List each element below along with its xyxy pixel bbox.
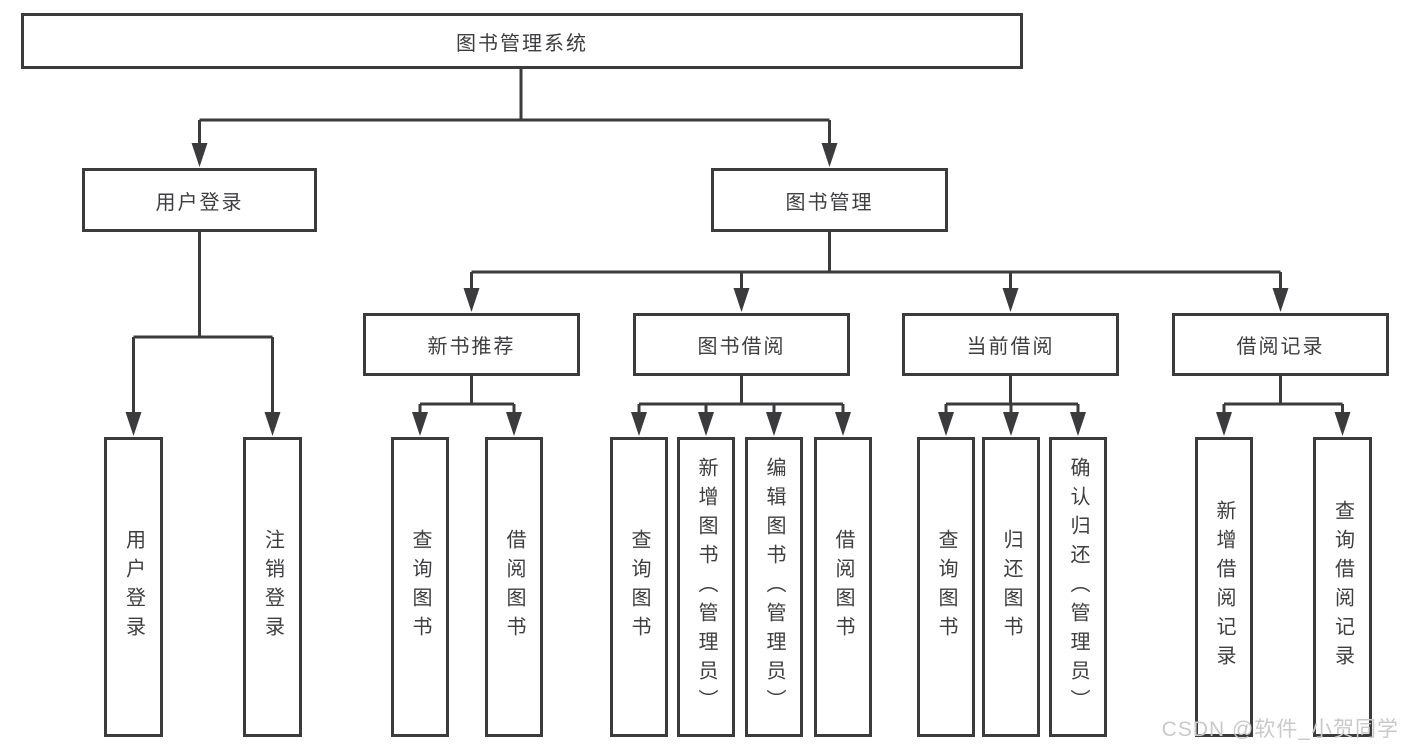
node-book-borrowing-label: 图书借阅 (697, 336, 786, 358)
leaf-return-books-label: 归还图书 (1000, 529, 1022, 645)
node-new-book-recommend: 新书推荐 (363, 313, 580, 376)
leaf-return-books: 归还图书 (982, 437, 1040, 737)
leaf-query-borrow-record: 查询借阅记录 (1313, 437, 1372, 737)
leaf-add-books-admin: 新增图书（管理员） (677, 437, 735, 737)
leaf-borrowing-query-books: 查询图书 (610, 437, 668, 737)
node-new-book-recommend-label: 新书推荐 (427, 336, 516, 358)
leaf-logout-label: 注销登录 (261, 529, 284, 645)
leaf-edit-books-admin-label: 编辑图书（管理员） (763, 456, 785, 718)
leaf-current-query-books: 查询图书 (917, 437, 975, 737)
leaf-confirm-return-admin-label: 确认归还（管理员） (1067, 456, 1089, 718)
node-current-borrowing: 当前借阅 (902, 313, 1119, 376)
leaf-current-query-books-label: 查询图书 (935, 529, 957, 645)
leaf-borrow-books: 借阅图书 (814, 437, 872, 737)
csdn-watermark: CSDN @软件_小贺同学 (1161, 718, 1399, 741)
leaf-add-borrow-record-label: 新增借阅记录 (1213, 500, 1235, 674)
leaf-confirm-return-admin: 确认归还（管理员） (1049, 437, 1107, 737)
node-root: 图书管理系统 (21, 13, 1023, 69)
leaf-recommend-borrow-books-label: 借阅图书 (503, 529, 525, 645)
node-book-borrowing: 图书借阅 (633, 313, 850, 376)
node-root-label: 图书管理系统 (456, 32, 588, 55)
node-user-login-label: 用户登录 (155, 191, 244, 214)
leaf-recommend-borrow-books: 借阅图书 (485, 437, 543, 737)
leaf-logout: 注销登录 (243, 437, 302, 737)
leaf-add-borrow-record: 新增借阅记录 (1195, 437, 1253, 737)
leaf-user-login: 用户登录 (104, 437, 163, 737)
node-user-login: 用户登录 (82, 168, 317, 232)
leaf-query-borrow-record-label: 查询借阅记录 (1331, 500, 1354, 674)
leaf-recommend-query-books-label: 查询图书 (409, 529, 431, 645)
leaf-add-books-admin-label: 新增图书（管理员） (695, 456, 717, 718)
leaf-edit-books-admin: 编辑图书（管理员） (745, 437, 803, 737)
node-book-management: 图书管理 (711, 168, 948, 232)
node-borrowing-records: 借阅记录 (1172, 313, 1389, 376)
leaf-borrowing-query-books-label: 查询图书 (628, 529, 650, 645)
node-borrowing-records-label: 借阅记录 (1236, 336, 1325, 358)
leaf-borrow-books-label: 借阅图书 (832, 529, 854, 645)
leaf-recommend-query-books: 查询图书 (391, 437, 449, 737)
node-current-borrowing-label: 当前借阅 (966, 336, 1055, 358)
node-book-management-label: 图书管理 (785, 191, 874, 214)
leaf-user-login-label: 用户登录 (122, 529, 145, 645)
